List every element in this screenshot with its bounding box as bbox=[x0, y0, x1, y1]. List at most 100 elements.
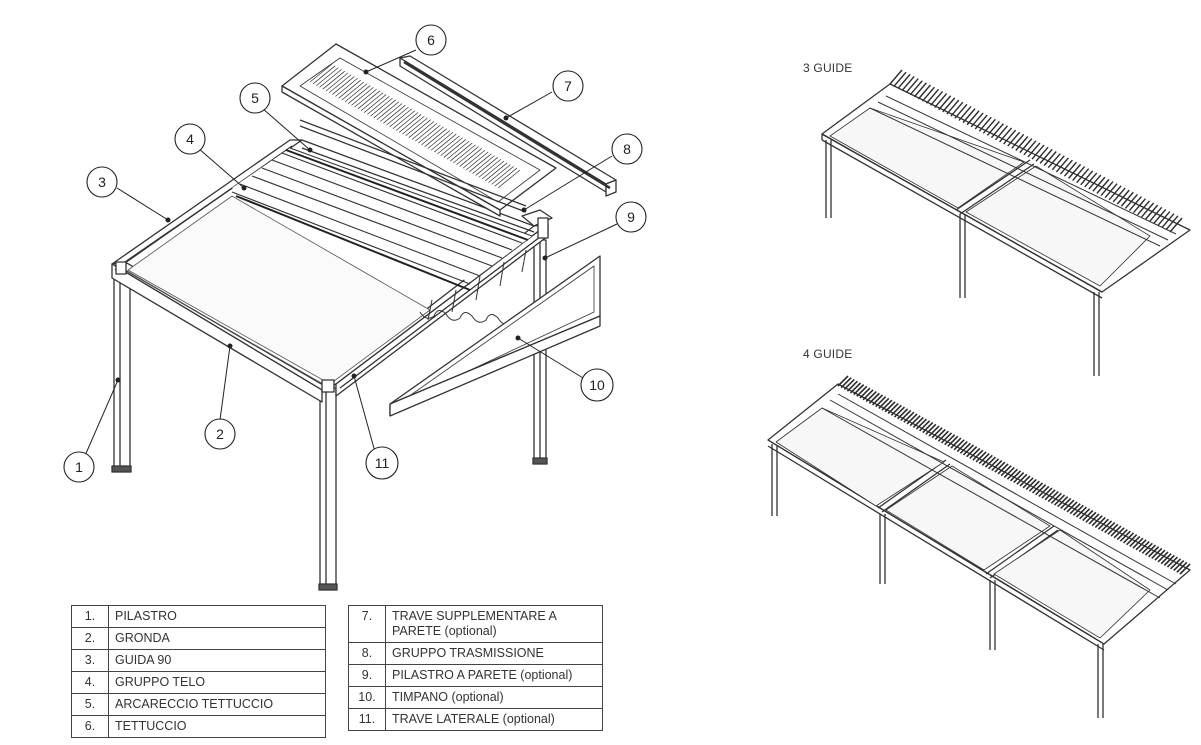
dark-slat bbox=[962, 444, 975, 456]
dark-slat bbox=[1154, 549, 1166, 561]
canopy-slat bbox=[427, 130, 451, 149]
dark-slat bbox=[970, 112, 984, 128]
dark-slat bbox=[1165, 215, 1179, 231]
dark-slat bbox=[1176, 561, 1188, 573]
dark-slat bbox=[1000, 465, 1012, 477]
canopy-slat bbox=[408, 119, 432, 138]
canopy-slat bbox=[418, 124, 441, 144]
dark-slat bbox=[984, 456, 997, 468]
canopy-slat bbox=[389, 108, 412, 128]
dark-slat bbox=[1107, 523, 1119, 535]
dark-slat bbox=[913, 82, 927, 98]
callout-3: 3 bbox=[98, 174, 106, 190]
legend-label: GRONDA bbox=[108, 627, 326, 650]
dark-slat bbox=[856, 385, 868, 397]
canopy-slat bbox=[405, 117, 428, 137]
legend-table-right: 7.TRAVE SUPPLEMENTARE A PARETE (optional… bbox=[348, 605, 603, 731]
dark-slat bbox=[1108, 185, 1122, 201]
dark-slat bbox=[1094, 516, 1106, 528]
dark-slat bbox=[1082, 509, 1094, 522]
dark-slat bbox=[974, 114, 988, 130]
dark-slat bbox=[1022, 477, 1034, 489]
dark-slat bbox=[865, 390, 877, 403]
callout-7: 7 bbox=[564, 78, 572, 94]
legend-number: 5. bbox=[71, 693, 109, 716]
dark-slat bbox=[931, 427, 943, 439]
dark-slat bbox=[1044, 489, 1056, 501]
dark-slat bbox=[997, 463, 1009, 475]
dark-slat bbox=[919, 420, 931, 432]
dark-slat bbox=[1124, 193, 1138, 209]
dark-slat bbox=[1047, 490, 1059, 503]
callout-5: 5 bbox=[251, 90, 259, 106]
three-guide-dark-slats bbox=[889, 69, 1183, 233]
legend-row: 4.GRUPPO TELO bbox=[71, 671, 326, 694]
transmission-group bbox=[115, 209, 553, 393]
legend-number: 2. bbox=[71, 627, 109, 650]
dark-slat bbox=[1025, 478, 1037, 491]
dark-slat bbox=[1116, 189, 1130, 205]
dark-slat bbox=[994, 125, 1009, 141]
canopy-slat bbox=[322, 70, 345, 90]
callout-1: 1 bbox=[75, 459, 83, 475]
dark-slat bbox=[1097, 518, 1109, 530]
dark-slat bbox=[972, 449, 984, 461]
dark-slat bbox=[912, 416, 924, 428]
dark-slat bbox=[954, 103, 968, 119]
dark-slat bbox=[999, 127, 1013, 143]
dark-slat bbox=[946, 99, 960, 115]
dark-slat bbox=[1141, 202, 1155, 218]
dark-slat bbox=[1031, 482, 1044, 494]
legend-label: ARCARECCIO TETTUCCIO bbox=[108, 693, 326, 716]
dark-slat bbox=[1129, 535, 1141, 547]
dark-slat bbox=[859, 387, 871, 399]
dark-slat bbox=[1148, 546, 1160, 558]
dark-slat bbox=[1066, 501, 1078, 513]
callout-circles bbox=[63, 24, 647, 483]
dark-slat bbox=[942, 97, 956, 113]
dark-slat bbox=[1019, 138, 1033, 154]
canopy-slat bbox=[494, 167, 518, 187]
dark-slat bbox=[925, 423, 937, 435]
legend-row: 1.PILASTRO bbox=[71, 605, 326, 628]
dark-slat bbox=[1079, 508, 1091, 520]
pillar-front-left bbox=[111, 277, 132, 473]
dark-slat bbox=[901, 75, 915, 91]
legend-label: PILASTRO A PARETE (optional) bbox=[385, 664, 603, 687]
dark-slat bbox=[1053, 494, 1066, 506]
canopy-slat bbox=[402, 115, 425, 135]
roof-purlin bbox=[299, 119, 527, 213]
dark-slat bbox=[905, 78, 919, 94]
dark-slat bbox=[903, 411, 915, 423]
dark-slat bbox=[1063, 161, 1078, 177]
legend-row: 5.ARCARECCIO TETTUCCIO bbox=[71, 693, 326, 716]
dark-slat bbox=[921, 86, 935, 102]
four-guide-dark-slats bbox=[837, 375, 1191, 575]
dark-slat bbox=[981, 454, 993, 466]
callout-6: 6 bbox=[427, 32, 435, 48]
callout-2: 2 bbox=[216, 426, 224, 442]
legend-number: 3. bbox=[71, 649, 109, 672]
canopy-slat bbox=[459, 148, 482, 167]
dark-slat bbox=[940, 432, 953, 444]
dark-slat bbox=[966, 110, 980, 126]
dark-slat bbox=[1160, 553, 1172, 565]
callout-anchor-dots bbox=[115, 69, 548, 383]
canopy-slat bbox=[328, 74, 352, 94]
canopy-slat bbox=[341, 81, 365, 101]
canopy-slat bbox=[370, 97, 393, 117]
dark-slat bbox=[994, 461, 1006, 473]
dark-slat bbox=[1069, 503, 1081, 515]
dark-slat bbox=[897, 73, 911, 89]
supplementary-wall-beam bbox=[399, 55, 617, 197]
dark-slat bbox=[881, 399, 893, 411]
canopy-slat bbox=[430, 132, 454, 151]
dark-slat bbox=[1068, 163, 1082, 179]
legend-row: 7.TRAVE SUPPLEMENTARE A PARETE (optional… bbox=[348, 605, 603, 643]
dark-slat bbox=[1028, 480, 1040, 492]
dark-slat bbox=[966, 446, 978, 458]
dark-slat bbox=[853, 384, 865, 396]
dark-slat bbox=[1013, 472, 1025, 484]
dark-slat bbox=[1080, 170, 1094, 186]
dark-slat bbox=[1112, 187, 1126, 203]
